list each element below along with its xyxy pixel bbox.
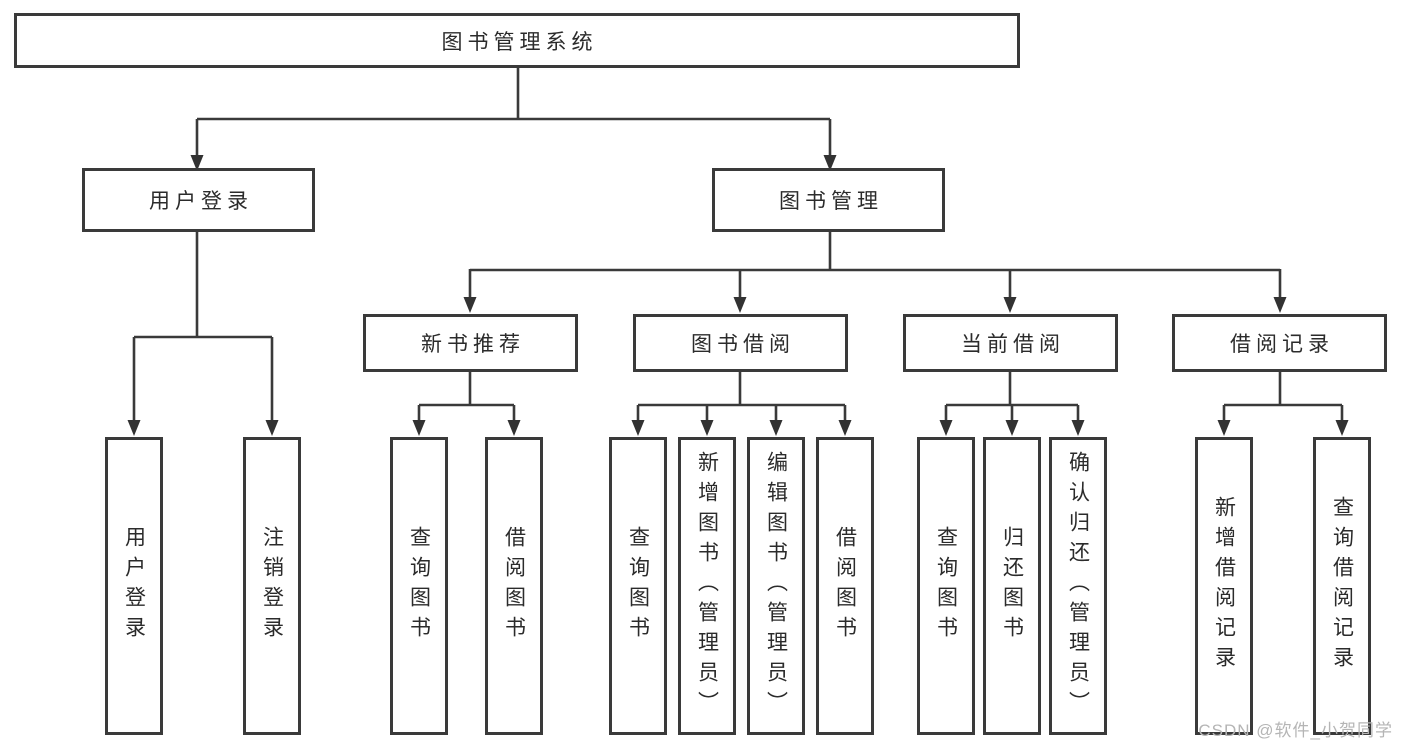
node-label: 图书管理系统 [441,30,598,54]
node-library-management-system: 图书管理系统 [14,13,1020,68]
node-label: 当前借阅 [961,333,1065,356]
leaf-label: 查询图书 [407,526,431,646]
leaf-user-login: 用户登录 [105,437,163,735]
leaf-add-books-admin: 新增图书（管理员） [678,437,736,735]
leaf-label: 用户登录 [122,526,146,646]
leaf-label: 查询借阅记录 [1330,496,1354,676]
leaf-query-books-borrowing: 查询图书 [609,437,667,735]
node-label: 图书借阅 [691,333,795,356]
node-label: 借阅记录 [1230,333,1334,356]
node-new-book-recommendation: 新书推荐 [363,314,578,372]
node-book-borrowing: 图书借阅 [633,314,848,372]
leaf-query-books-current: 查询图书 [917,437,975,735]
node-current-borrowing: 当前借阅 [903,314,1118,372]
leaf-label: 借阅图书 [833,526,857,646]
connector-lines [132,68,1344,424]
leaf-edit-books-admin: 编辑图书（管理员） [747,437,805,735]
leaf-label: 归还图书 [1000,526,1024,646]
leaf-label: 确认归还（管理员） [1066,451,1090,721]
leaf-label: 新增借阅记录 [1212,496,1236,676]
leaf-label: 借阅图书 [502,526,526,646]
leaf-label: 编辑图书（管理员） [764,451,788,721]
node-label: 图书管理 [779,190,883,213]
leaf-borrow-books-recommend: 借阅图书 [485,437,543,735]
arrowheads [127,155,1349,436]
node-book-management: 图书管理 [712,168,945,232]
leaf-label: 新增图书（管理员） [695,451,719,721]
node-label: 用户登录 [149,190,253,213]
leaf-label: 注销登录 [260,526,284,646]
leaf-query-borrow-record: 查询借阅记录 [1313,437,1371,735]
leaf-confirm-return-admin: 确认归还（管理员） [1049,437,1107,735]
leaf-borrow-books: 借阅图书 [816,437,874,735]
leaf-label: 查询图书 [626,526,650,646]
leaf-query-books-recommend: 查询图书 [390,437,448,735]
node-user-login: 用户登录 [82,168,315,232]
leaf-label: 查询图书 [934,526,958,646]
node-label: 新书推荐 [421,333,525,356]
leaf-add-borrow-record: 新增借阅记录 [1195,437,1253,735]
leaf-return-books: 归还图书 [983,437,1041,735]
csdn-watermark: CSDN @软件_小贺同学 [1198,721,1393,740]
leaf-logout: 注销登录 [243,437,301,735]
node-borrowing-records: 借阅记录 [1172,314,1387,372]
